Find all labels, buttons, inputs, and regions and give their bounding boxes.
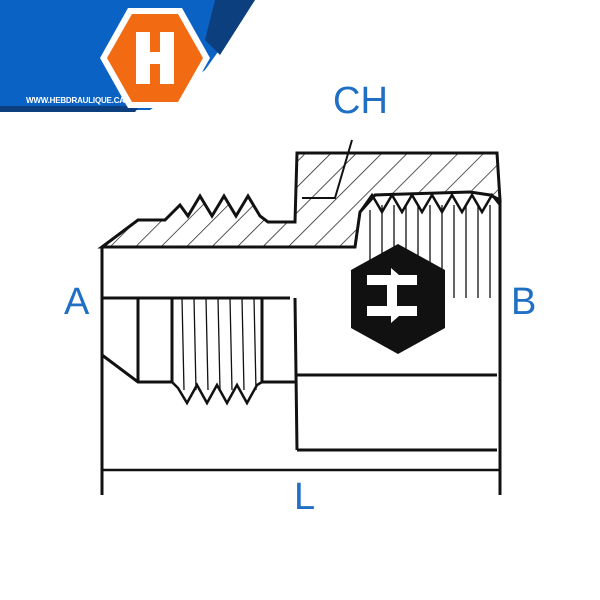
- label-b: B: [511, 281, 537, 323]
- label-a: A: [64, 281, 90, 323]
- label-ch: CH: [333, 80, 388, 122]
- website-url: WWW.HEBDRAULIQUE.CA: [26, 96, 125, 105]
- fitting-section: [97, 139, 502, 495]
- logo: [0, 0, 255, 112]
- label-l: L: [294, 476, 316, 518]
